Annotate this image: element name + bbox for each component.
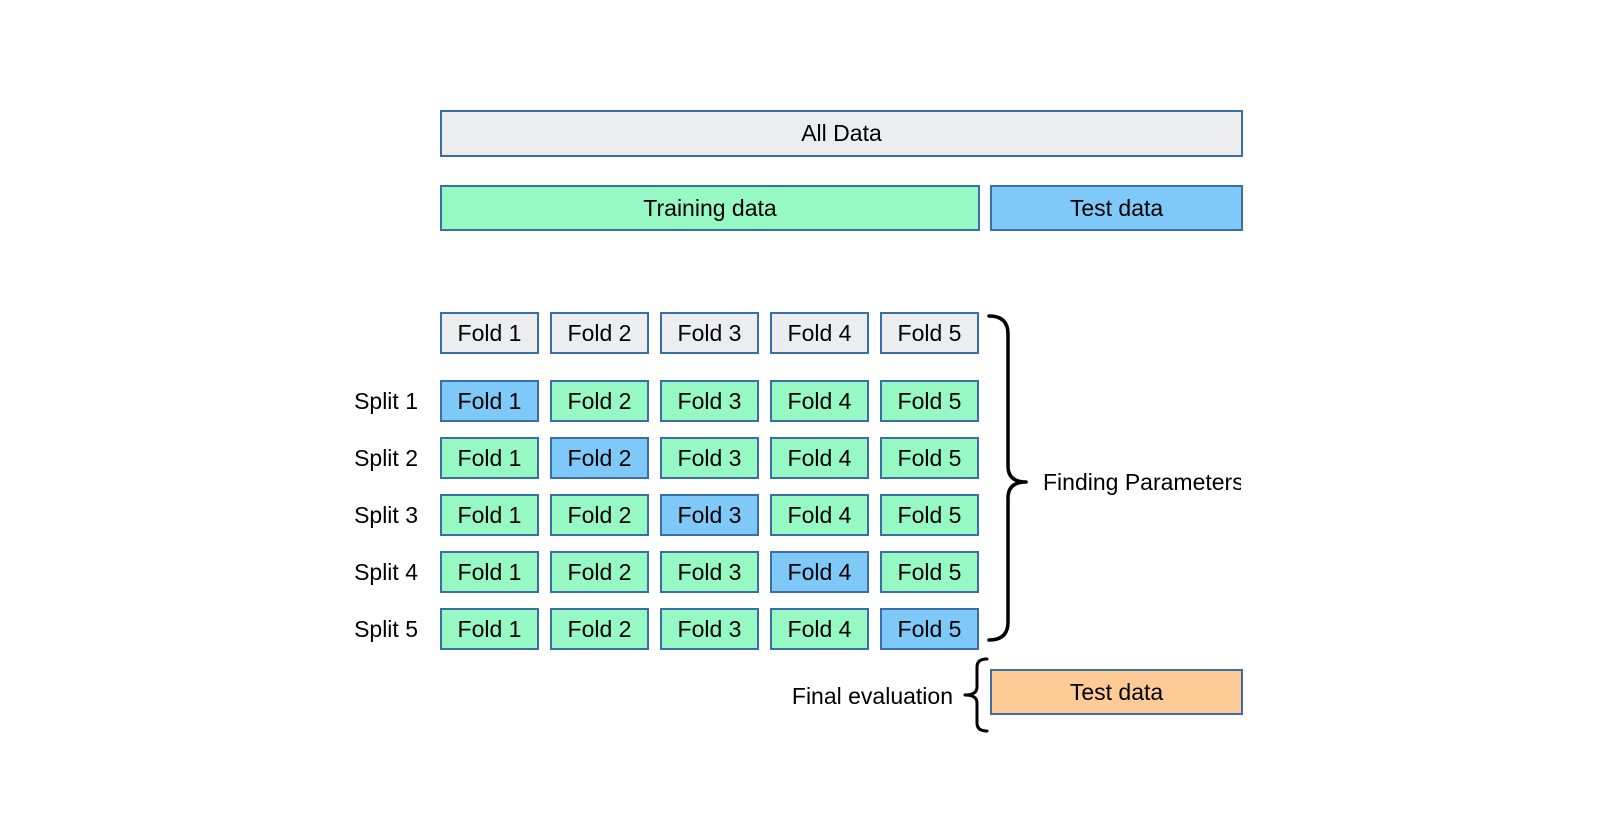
split-5-fold-3-train: Fold 3 [660, 608, 759, 650]
fold-header-5: Fold 5 [880, 312, 979, 354]
split-4-label: Split 4 [354, 558, 418, 585]
split-5-label: Split 5 [354, 615, 418, 642]
split-2-fold-5-train: Fold 5 [880, 437, 979, 479]
split-2-fold-3-train: Fold 3 [660, 437, 759, 479]
split-3-fold-3-validation: Fold 3 [660, 494, 759, 536]
split-3-label: Split 3 [354, 501, 418, 528]
split-4-fold-1-train: Fold 1 [440, 551, 539, 593]
split-2-label: Split 2 [354, 444, 418, 471]
test-data-bar: Test data [990, 185, 1243, 231]
training-data-bar: Training data [440, 185, 980, 231]
split-2-fold-1-train: Fold 1 [440, 437, 539, 479]
split-5-fold-5-validation: Fold 5 [880, 608, 979, 650]
split-1-fold-3-train: Fold 3 [660, 380, 759, 422]
split-1-fold-1-validation: Fold 1 [440, 380, 539, 422]
all-data-bar: All Data [440, 110, 1243, 157]
split-4-fold-2-train: Fold 2 [550, 551, 649, 593]
fold-header-3: Fold 3 [660, 312, 759, 354]
final-test-data-box: Test data [990, 669, 1243, 715]
split-1-fold-4-train: Fold 4 [770, 380, 869, 422]
split-3-fold-1-train: Fold 1 [440, 494, 539, 536]
split-1-label: Split 1 [354, 387, 418, 414]
split-4-fold-4-validation: Fold 4 [770, 551, 869, 593]
split-1-fold-2-train: Fold 2 [550, 380, 649, 422]
split-2-fold-2-validation: Fold 2 [550, 437, 649, 479]
split-1-fold-5-train: Fold 5 [880, 380, 979, 422]
final-evaluation-label: Final evaluation [791, 683, 953, 709]
split-5-fold-4-train: Fold 4 [770, 608, 869, 650]
finding-parameters-label: Finding Parameters [1043, 469, 1241, 495]
split-5-fold-2-train: Fold 2 [550, 608, 649, 650]
split-3-fold-2-train: Fold 2 [550, 494, 649, 536]
split-4-fold-3-train: Fold 3 [660, 551, 759, 593]
fold-header-4: Fold 4 [770, 312, 869, 354]
split-5-fold-1-train: Fold 1 [440, 608, 539, 650]
split-4-fold-5-train: Fold 5 [880, 551, 979, 593]
finding-parameters-brace [987, 314, 1028, 642]
fold-header-2: Fold 2 [550, 312, 649, 354]
split-2-fold-4-train: Fold 4 [770, 437, 869, 479]
split-3-fold-4-train: Fold 4 [770, 494, 869, 536]
final-evaluation-brace [963, 657, 989, 733]
fold-header-1: Fold 1 [440, 312, 539, 354]
split-3-fold-5-train: Fold 5 [880, 494, 979, 536]
